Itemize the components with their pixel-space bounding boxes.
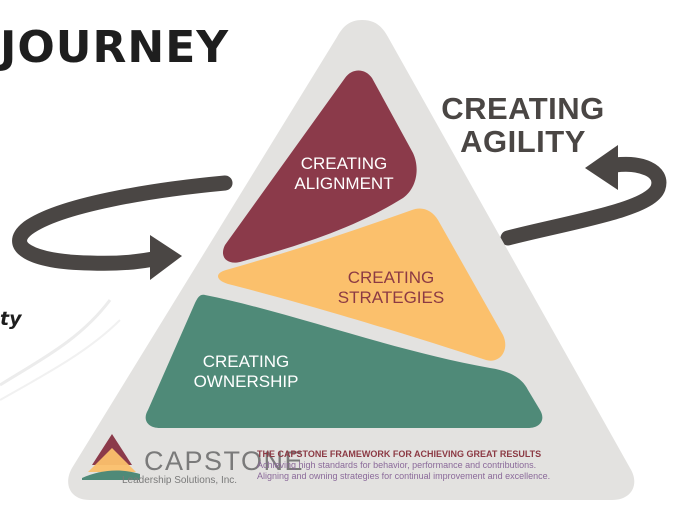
- brand-subtitle: Leadership Solutions, Inc.: [122, 475, 238, 486]
- agility-label: CREATING AGILITY: [433, 92, 613, 158]
- rotation-arrow-left: [12, 175, 233, 271]
- tagline-line-1: Achieving high standards for behavior, p…: [257, 460, 537, 470]
- strategies-line-2: STRATEGIES: [337, 288, 445, 307]
- page-heading: JOURNEY: [0, 22, 230, 73]
- agility-line-1: CREATING: [441, 91, 605, 126]
- arrow-head-right: [585, 145, 618, 190]
- layer-strategies: [217, 208, 506, 361]
- tagline-block: THE CAPSTONE FRAMEWORK FOR ACHIEVING GRE…: [257, 449, 617, 482]
- alignment-line-1: CREATING: [300, 154, 388, 173]
- tagline-title: THE CAPSTONE FRAMEWORK FOR ACHIEVING GRE…: [257, 449, 542, 459]
- strategies-line-1: CREATING: [347, 268, 435, 287]
- alignment-line-2: ALIGNMENT: [294, 174, 394, 193]
- alignment-label: CREATING ALIGNMENT: [284, 154, 404, 194]
- tagline-line-2: Aligning and owning strategies for conti…: [257, 471, 551, 481]
- brand-name: CAPSTONE: [144, 446, 305, 476]
- side-word-fragment: ty: [0, 308, 22, 330]
- layer-alignment: [222, 70, 417, 263]
- ownership-label: CREATING OWNERSHIP: [186, 352, 306, 392]
- ownership-line-1: CREATING: [202, 352, 290, 371]
- rotation-arrow-right: [500, 156, 667, 246]
- layer-ownership: [145, 294, 543, 428]
- decorative-swoosh: [0, 299, 112, 387]
- arrow-head-left: [150, 235, 182, 280]
- strategies-label: CREATING STRATEGIES: [326, 268, 456, 308]
- capstone-logo-icon: [82, 434, 140, 480]
- ownership-line-2: OWNERSHIP: [193, 372, 299, 391]
- agility-line-2: AGILITY: [460, 124, 586, 159]
